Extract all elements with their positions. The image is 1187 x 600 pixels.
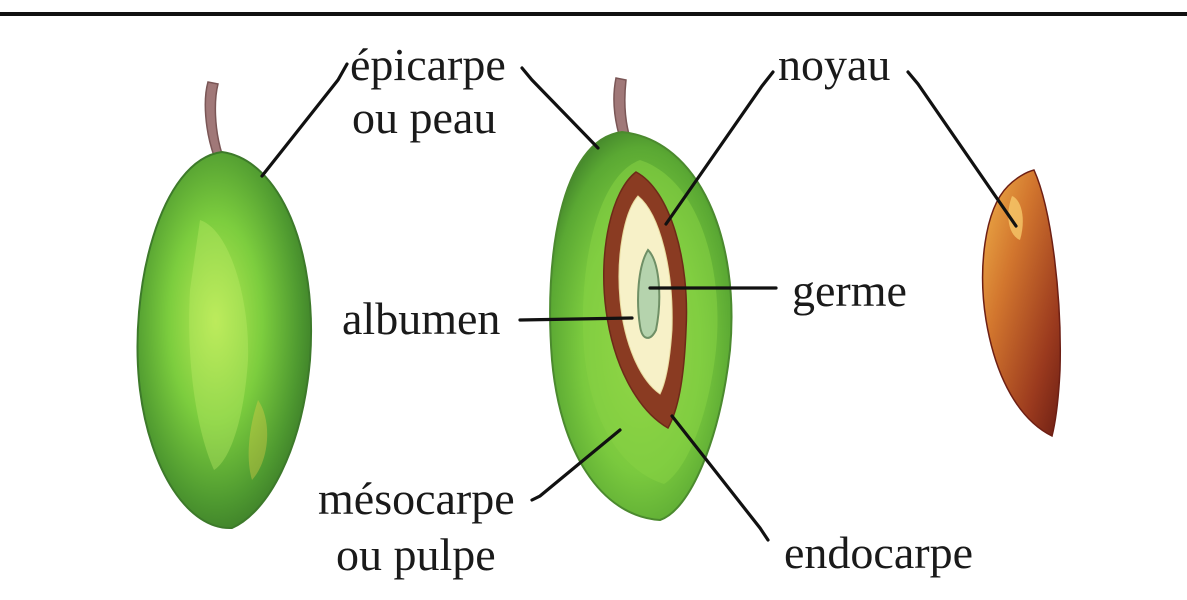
- label-albumen: albumen: [342, 293, 500, 344]
- cut-olive: [550, 78, 731, 520]
- leader-noyau-left: [666, 72, 773, 224]
- label-mesocarpe-line1: mésocarpe: [318, 473, 515, 524]
- leader-epicarpe-left: [262, 64, 347, 176]
- label-epicarpe-line2: ou peau: [352, 92, 496, 143]
- leader-epicarpe-right: [522, 68, 598, 148]
- label-epicarpe-line1: épicarpe: [350, 39, 506, 90]
- label-noyau: noyau: [778, 39, 890, 90]
- cut-olive-stem: [614, 78, 630, 138]
- label-germe: germe: [792, 265, 907, 316]
- leader-noyau-right: [908, 72, 1016, 226]
- whole-olive-stem: [205, 82, 222, 156]
- leader-albumen: [520, 318, 632, 320]
- label-mesocarpe-line2: ou pulpe: [336, 529, 496, 580]
- label-endocarpe: endocarpe: [784, 527, 973, 578]
- kernel: [983, 170, 1061, 436]
